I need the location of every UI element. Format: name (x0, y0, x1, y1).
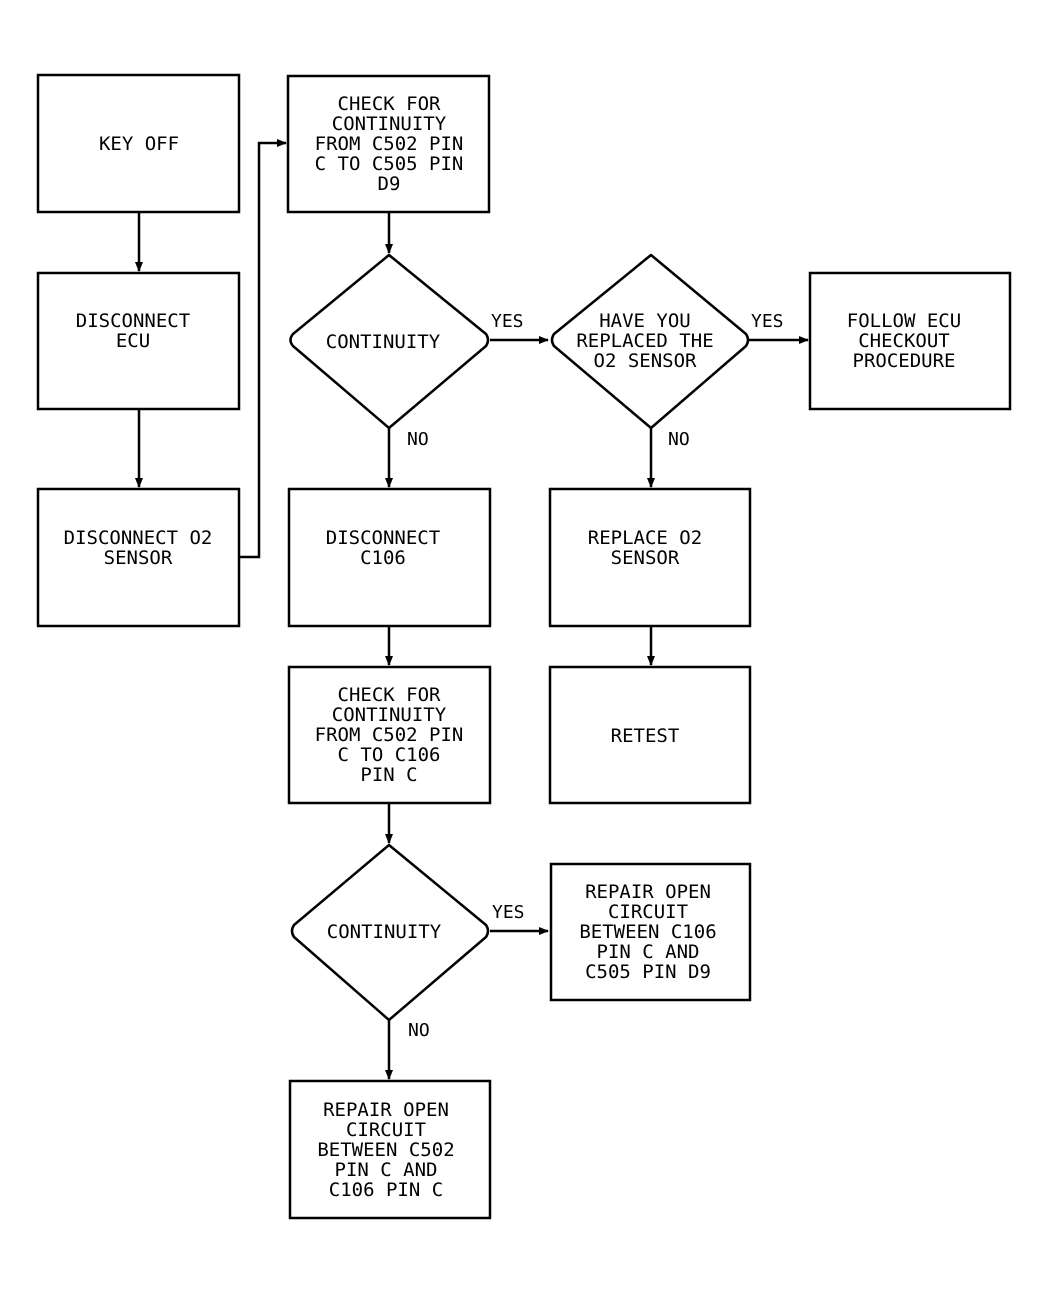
label-line: PROCEDURE (853, 350, 956, 372)
label-line: REPLACED THE (576, 330, 713, 352)
label-line: CONTINUITY (332, 704, 447, 726)
check-c502-c106-box (287, 665, 492, 805)
label-line: CHECKOUT (858, 330, 950, 352)
label-line: CIRCUIT (608, 901, 688, 923)
label-line: DISCONNECT (326, 527, 440, 549)
label-line: FROM C502 PIN (315, 133, 464, 155)
edge-label-yes-2: YES (751, 311, 784, 332)
label-line: FOLLOW ECU (847, 310, 961, 332)
repair-c106-c505-box (549, 862, 752, 1002)
continuity-2-diamond (290, 843, 490, 1022)
continuity-1-label: CONTINUITY (326, 331, 441, 353)
continuity-2-label: CONTINUITY (327, 921, 442, 943)
repair-c502-c106-box (288, 1079, 492, 1220)
label-line: DISCONNECT O2 (64, 527, 213, 549)
label-line: HAVE YOU (599, 310, 691, 332)
connectors (135, 139, 809, 1080)
label-line: REPAIR OPEN (585, 881, 711, 903)
label-line: PIN C (360, 764, 417, 786)
replaced-o2-question-diamond (550, 253, 750, 430)
label-line: KEY OFF (99, 133, 179, 155)
edge-label-no-3: NO (408, 1020, 430, 1041)
retest-box (548, 665, 752, 805)
edge-label-yes-3: YES (492, 902, 525, 923)
label-line: C106 (360, 547, 406, 569)
label-line: REPLACE O2 (588, 527, 702, 549)
label-line: CONTINUITY (332, 113, 447, 135)
connector-disconnect-o2-to-check-c505 (240, 139, 287, 559)
node-continuity-1: CONTINUITY (289, 253, 490, 430)
label-line: RETEST (611, 725, 680, 747)
label-line: FROM C502 PIN (315, 724, 464, 746)
edge-label-no-1: NO (407, 429, 429, 450)
label-line: PIN C AND (597, 941, 700, 963)
label-line: CHECK FOR (338, 684, 442, 706)
node-key-off: KEY OFF (36, 73, 241, 214)
label-line: C505 PIN D9 (585, 961, 711, 983)
node-retest: RETEST (548, 665, 752, 805)
label-line: C106 PIN C (329, 1179, 443, 1201)
label-line: ECU (116, 330, 150, 352)
node-continuity-2: CONTINUITY (290, 843, 490, 1022)
disconnect-ecu-box (36, 271, 241, 411)
label-line: BETWEEN C502 (317, 1139, 454, 1161)
check-c502-c505-box (286, 74, 491, 214)
label-line: C TO C505 PIN (315, 153, 464, 175)
edge-label-yes-1: YES (491, 311, 524, 332)
continuity-1-diamond (289, 253, 490, 430)
label-line: CIRCUIT (346, 1119, 426, 1141)
retest-label: RETEST (611, 725, 680, 747)
edge-label-no-2: NO (668, 429, 690, 450)
label-line: CHECK FOR (338, 93, 442, 115)
label-line: O2 SENSOR (594, 350, 698, 372)
follow-ecu-checkout-box (808, 271, 1012, 411)
key-off-box (36, 73, 241, 214)
label-line: REPAIR OPEN (323, 1099, 449, 1121)
label-line: SENSOR (104, 547, 173, 569)
label-line: BETWEEN C106 (579, 921, 716, 943)
replace-o2-sensor-box (548, 487, 752, 628)
label-line: CONTINUITY (327, 921, 442, 943)
label-line: C TO C106 (338, 744, 441, 766)
label-line: DISCONNECT (76, 310, 190, 332)
label-line: PIN C AND (335, 1159, 438, 1181)
label-line: CONTINUITY (326, 331, 441, 353)
disconnect-o2-sensor-box (36, 487, 241, 628)
label-line: SENSOR (611, 547, 680, 569)
disconnect-c106-box (287, 487, 492, 628)
label-line: D9 (378, 173, 401, 195)
key-off-label: KEY OFF (99, 133, 179, 155)
